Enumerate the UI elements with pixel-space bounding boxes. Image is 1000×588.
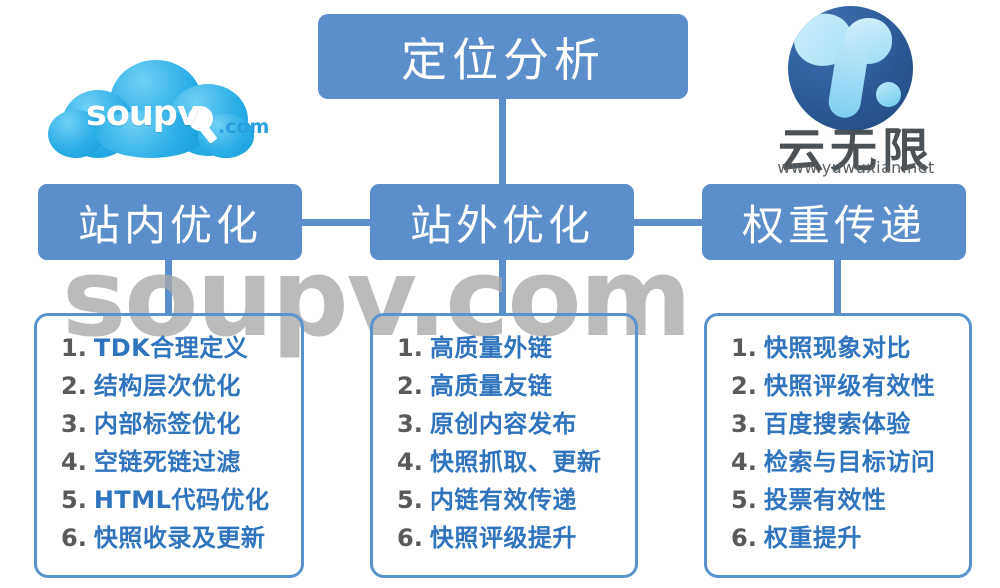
list-item[interactable]: 2.结构层次优化 — [37, 366, 301, 404]
y-circle-icon — [788, 6, 913, 131]
connector-inner-to-panel — [165, 256, 172, 316]
yuwuxian-url: www.yuwuxian.net — [777, 158, 935, 177]
list-item-number: 3. — [731, 410, 757, 438]
list-item[interactable]: 4.空链死链过滤 — [37, 442, 301, 480]
list-item-label: 快照收录及更新 — [93, 524, 266, 552]
list-item-label: 高质量外链 — [429, 334, 553, 362]
node-weight-transfer[interactable]: 权重传递 — [702, 184, 966, 260]
list-item-number: 2. — [731, 372, 757, 400]
list-item-label: 快照抓取、更新 — [429, 448, 602, 476]
list-inner-optimization: 1.TDK合理定义 2.结构层次优化 3.内部标签优化 4.空链死链过滤 5.H… — [37, 328, 301, 556]
list-item-number: 3. — [61, 410, 87, 438]
list-item-label: 快照现象对比 — [763, 334, 911, 362]
list-item-number: 2. — [397, 372, 423, 400]
list-item-number: 5. — [397, 486, 423, 514]
node-outer-optimization[interactable]: 站外优化 — [370, 184, 634, 260]
list-item[interactable]: 4.快照抓取、更新 — [373, 442, 635, 480]
list-item-number: 1. — [61, 334, 87, 362]
panel-outer-optimization: 1.高质量外链 2.高质量友链 3.原创内容发布 4.快照抓取、更新 5.内链有… — [370, 313, 638, 578]
list-outer-optimization: 1.高质量外链 2.高质量友链 3.原创内容发布 4.快照抓取、更新 5.内链有… — [373, 328, 635, 556]
list-item-number: 1. — [397, 334, 423, 362]
list-item-number: 4. — [61, 448, 87, 476]
list-item-number: 3. — [397, 410, 423, 438]
node-inner-optimization[interactable]: 站内优化 — [38, 184, 302, 260]
list-item[interactable]: 6.权重提升 — [707, 518, 969, 556]
list-item-label: 原创内容发布 — [429, 410, 577, 438]
list-item-number: 5. — [731, 486, 757, 514]
soupv-logo: soupv .com — [48, 58, 298, 173]
list-item[interactable]: 5.投票有效性 — [707, 480, 969, 518]
list-item-number: 1. — [731, 334, 757, 362]
list-item[interactable]: 6.快照评级提升 — [373, 518, 635, 556]
list-item-label: 内链有效传递 — [429, 486, 577, 514]
list-item-number: 4. — [397, 448, 423, 476]
list-item[interactable]: 2.高质量友链 — [373, 366, 635, 404]
list-item[interactable]: 4.检索与目标访问 — [707, 442, 969, 480]
list-item-label: 百度搜索体验 — [763, 410, 911, 438]
list-item[interactable]: 1.高质量外链 — [373, 328, 635, 366]
list-item[interactable]: 5.内链有效传递 — [373, 480, 635, 518]
list-item-label: 快照评级有效性 — [763, 372, 936, 400]
list-item-label: 快照评级提升 — [429, 524, 577, 552]
list-item[interactable]: 3.百度搜索体验 — [707, 404, 969, 442]
list-item-label: 权重提升 — [763, 524, 862, 552]
list-item-label: 内部标签优化 — [93, 410, 241, 438]
connector-root-to-row2 — [499, 96, 506, 188]
list-item[interactable]: 3.原创内容发布 — [373, 404, 635, 442]
list-item-label: 检索与目标访问 — [763, 448, 936, 476]
yuwuxian-name: 云无限 — [778, 124, 934, 179]
list-item[interactable]: 6.快照收录及更新 — [37, 518, 301, 556]
list-item-label: 高质量友链 — [429, 372, 553, 400]
list-item[interactable]: 5.HTML代码优化 — [37, 480, 301, 518]
soupv-domain-suffix: .com — [218, 116, 270, 138]
panel-inner-optimization: 1.TDK合理定义 2.结构层次优化 3.内部标签优化 4.空链死链过滤 5.H… — [34, 313, 304, 578]
list-item-number: 6. — [61, 524, 87, 552]
connector-outer-to-panel — [499, 256, 506, 316]
list-item[interactable]: 1.快照现象对比 — [707, 328, 969, 366]
cloud-icon — [48, 58, 278, 158]
list-item-number: 6. — [397, 524, 423, 552]
list-weight-transfer: 1.快照现象对比 2.快照评级有效性 3.百度搜索体验 4.检索与目标访问 5.… — [707, 328, 969, 556]
list-item-number: 5. — [61, 486, 87, 514]
list-item[interactable]: 1.TDK合理定义 — [37, 328, 301, 366]
list-item-label: 空链死链过滤 — [93, 448, 241, 476]
soupv-wordmark: soupv — [86, 94, 200, 134]
list-item-number: 4. — [731, 448, 757, 476]
list-item[interactable]: 3.内部标签优化 — [37, 404, 301, 442]
list-item-number: 6. — [731, 524, 757, 552]
list-item-label: HTML代码优化 — [93, 486, 270, 514]
panel-weight-transfer: 1.快照现象对比 2.快照评级有效性 3.百度搜索体验 4.检索与目标访问 5.… — [704, 313, 972, 578]
magnifier-icon — [185, 106, 225, 146]
list-item-number: 2. — [61, 372, 87, 400]
list-item-label: 投票有效性 — [763, 486, 887, 514]
list-item-label: TDK合理定义 — [93, 334, 249, 362]
list-item-label: 结构层次优化 — [93, 372, 241, 400]
list-item[interactable]: 2.快照评级有效性 — [707, 366, 969, 404]
node-root[interactable]: 定位分析 — [318, 14, 688, 99]
yuwuxian-logo: 云无限 www.yuwuxian.net — [756, 6, 956, 179]
connector-weight-to-panel — [834, 256, 841, 316]
